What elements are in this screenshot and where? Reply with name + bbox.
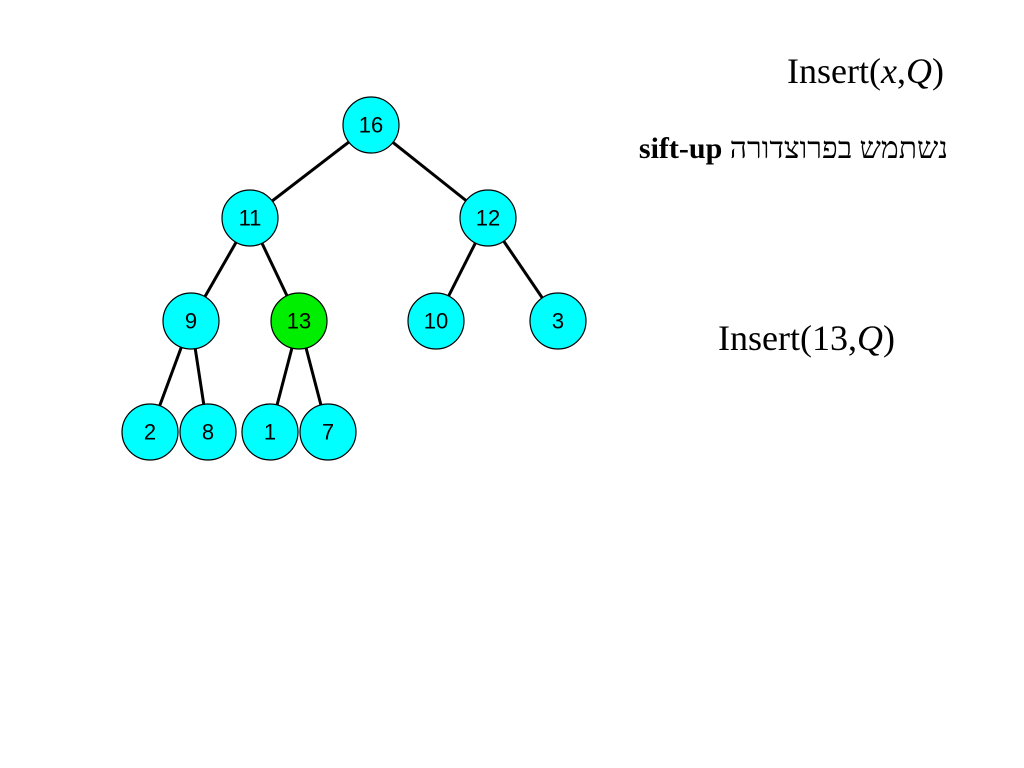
subtitle-hebrew-text: נשתמש בפרוצדורה [729, 132, 948, 165]
tree-node-circle [241, 403, 299, 461]
tree-node-circle [221, 189, 279, 247]
tree-node-circle [179, 403, 237, 461]
tree-node-9: 9 [162, 292, 220, 350]
tree-node-10: 10 [407, 292, 465, 350]
tree-node-circle [121, 403, 179, 461]
title-comma: , [897, 51, 906, 91]
tree-node-circle [299, 403, 357, 461]
tree-edges [148, 123, 560, 433]
title-arg-q: Q [906, 51, 932, 91]
tree-node-label: 12 [476, 206, 500, 231]
tree-node-circle [529, 292, 587, 350]
tree-node-label: 11 [239, 206, 262, 231]
tree-node-13-inserted: 13 [270, 292, 328, 350]
subtitle-sift-up: sift-up נשתמש בפרוצדורה [639, 132, 948, 166]
tree-node-circle [162, 292, 220, 350]
title-insert-x-q: Insert(x,Q) [787, 50, 944, 92]
tree-nodes: 16 11 12 9 13 10 3 2 8 1 7 [121, 96, 587, 461]
tree-node-11: 11 [221, 189, 279, 247]
title-prefix: Insert( [787, 51, 882, 91]
tree-node-label: 8 [202, 420, 214, 445]
tree-node-8: 8 [179, 403, 237, 461]
tree-node-16: 16 [342, 96, 400, 154]
tree-node-1: 1 [241, 403, 299, 461]
tree-node-circle [407, 292, 465, 350]
tree-node-label: 9 [185, 309, 197, 334]
tree-node-circle [270, 292, 328, 350]
tree-node-label: 1 [264, 420, 276, 445]
example-insert-13: Insert(13,Q) [718, 317, 895, 359]
example-prefix: Insert(13, [718, 318, 857, 358]
tree-node-label: 13 [287, 309, 311, 334]
example-suffix: ) [882, 318, 895, 358]
subtitle-keyword: sift-up [638, 132, 723, 165]
tree-node-3: 3 [529, 292, 587, 350]
tree-node-label: 10 [424, 309, 448, 334]
tree-node-circle [459, 189, 517, 247]
tree-node-label: 7 [322, 420, 334, 445]
tree-node-7: 7 [299, 403, 357, 461]
title-arg-x: x [881, 51, 897, 91]
tree-node-label: 16 [359, 113, 383, 138]
title-suffix: ) [932, 51, 944, 91]
tree-node-circle [342, 96, 400, 154]
tree-node-12: 12 [459, 189, 517, 247]
tree-node-2: 2 [121, 403, 179, 461]
example-arg-q: Q [856, 318, 883, 358]
tree-node-label: 3 [552, 309, 564, 334]
tree-node-label: 2 [144, 420, 156, 445]
